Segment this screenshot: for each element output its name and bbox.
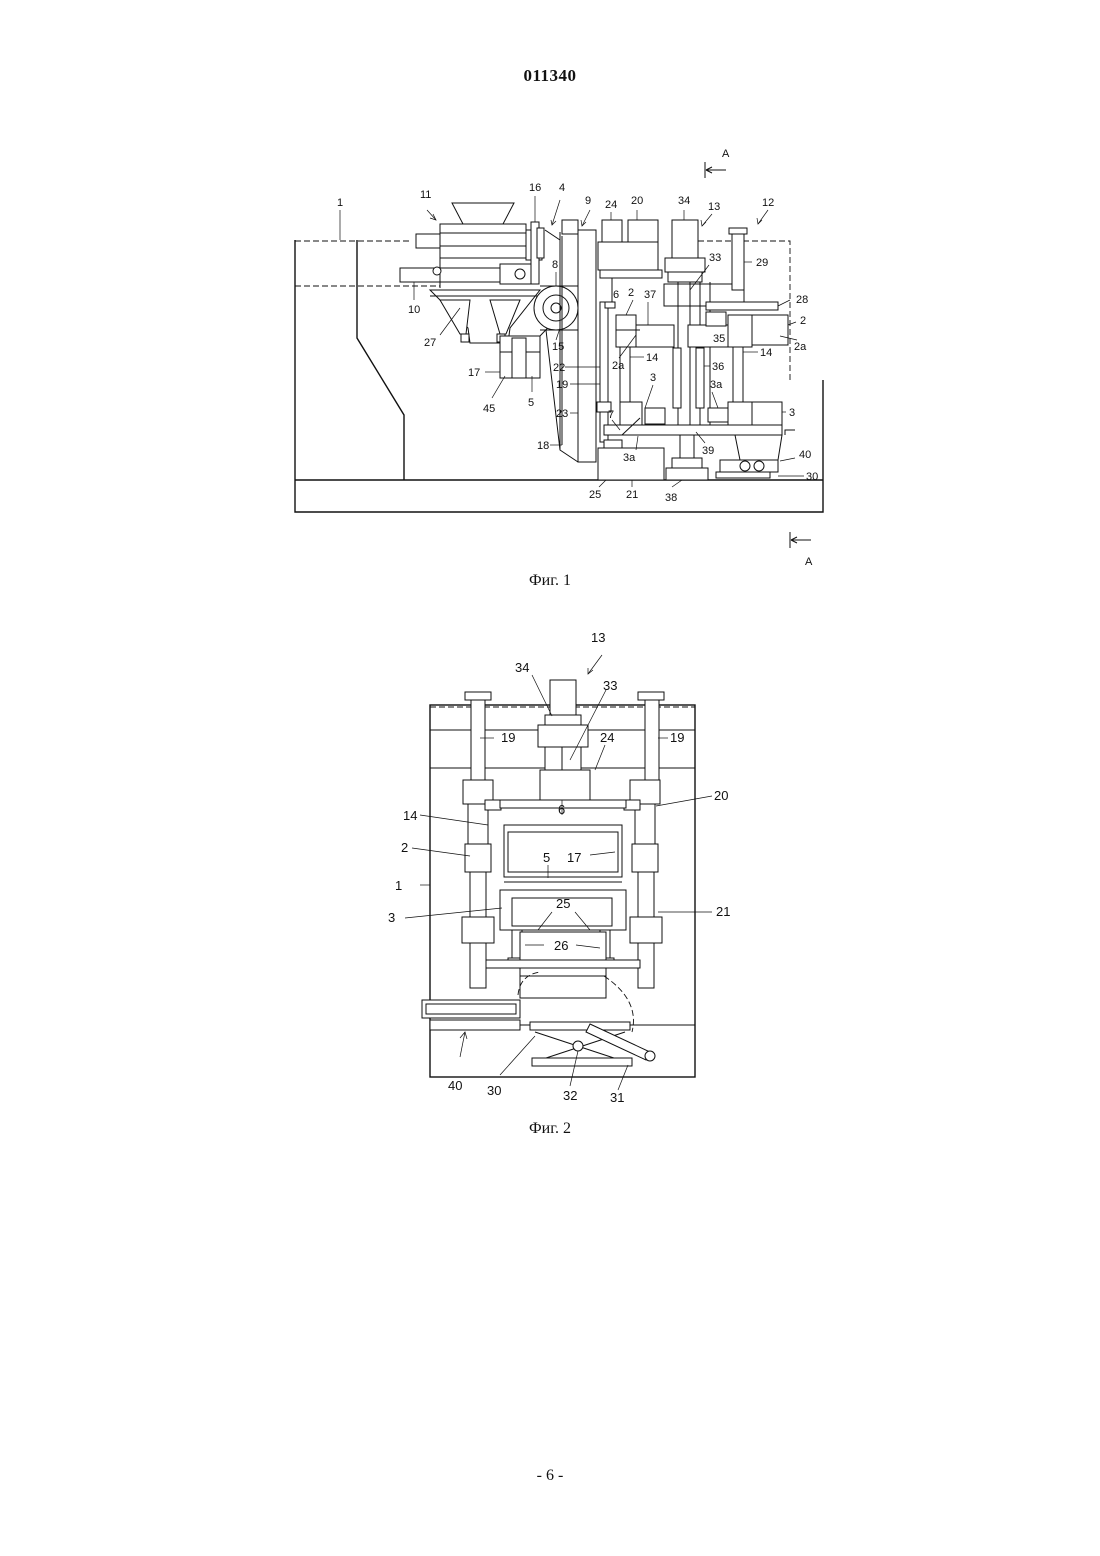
label: 19: [556, 379, 568, 391]
label: 45: [483, 403, 495, 415]
stepped-frame: [357, 240, 404, 480]
label: 1: [395, 878, 402, 893]
label: 19: [670, 730, 684, 745]
label: 20: [714, 788, 728, 803]
label: 37: [644, 289, 656, 301]
label: 2a: [794, 341, 807, 353]
label: 12: [762, 197, 774, 209]
document-number: 011340: [0, 66, 1100, 86]
label: 25: [556, 896, 570, 911]
label: 2: [628, 287, 634, 299]
label: 23: [556, 408, 568, 420]
label: 21: [716, 904, 730, 919]
label: 14: [646, 352, 658, 364]
label: 11: [420, 189, 431, 201]
label: 31: [610, 1090, 624, 1105]
label: 24: [605, 199, 617, 211]
label: 19: [501, 730, 515, 745]
label: 22: [553, 362, 565, 374]
section-mark-label: A: [722, 148, 730, 160]
label: 3a: [623, 452, 636, 464]
label: 35: [713, 333, 725, 345]
label: 13: [708, 201, 720, 213]
label: 15: [552, 341, 564, 353]
figure-2-caption: Фиг. 2: [0, 1120, 1100, 1138]
label: 34: [515, 660, 529, 675]
label: 4: [559, 182, 565, 194]
label: 21: [626, 489, 638, 501]
label: 38: [665, 492, 677, 504]
label: 3: [789, 407, 795, 419]
label: 36: [712, 361, 724, 373]
label: 18: [537, 440, 549, 452]
label: 32: [563, 1088, 577, 1103]
label: 40: [799, 449, 811, 461]
label: 9: [585, 195, 591, 207]
label: 17: [468, 367, 480, 379]
label: 26: [554, 938, 568, 953]
label: 5: [543, 850, 550, 865]
label: 6: [613, 289, 619, 301]
label: 17: [567, 850, 581, 865]
label: 5: [528, 397, 534, 409]
label: 7: [608, 409, 614, 421]
label: 3a: [710, 379, 723, 391]
label: 14: [403, 808, 417, 823]
label: 2: [800, 315, 806, 327]
figure-2-drawing: 13 34 33 19 24 19 20 14 6 2 5 17 1 21 3 …: [0, 620, 1100, 1100]
label: 2: [401, 840, 408, 855]
label: 20: [631, 195, 643, 207]
label: 8: [552, 259, 558, 271]
page-number: - 6 -: [0, 1467, 1100, 1485]
figure-1-caption: Фиг. 1: [0, 572, 1100, 590]
label: 34: [678, 195, 690, 207]
label: 2a: [612, 360, 625, 372]
figure-1-drawing: 1 11 16 4 9 24 20 34 13 12 8 6 29 33 28 …: [0, 140, 1100, 580]
label: 16: [529, 182, 541, 194]
label: 3: [388, 910, 395, 925]
label: 33: [603, 678, 617, 693]
label: 25: [589, 489, 601, 501]
label: 24: [600, 730, 614, 745]
label: 10: [408, 304, 420, 316]
label: 1: [337, 197, 343, 209]
label: 33: [709, 252, 721, 264]
label: 14: [760, 347, 772, 359]
label: 29: [756, 257, 768, 269]
label: 13: [591, 630, 605, 645]
label: 40: [448, 1078, 462, 1093]
label: 30: [487, 1083, 501, 1098]
label: 27: [424, 337, 436, 349]
label: 28: [796, 294, 808, 306]
label: 6: [558, 802, 565, 817]
section-mark-label: A: [805, 556, 813, 568]
label: 39: [702, 445, 714, 457]
label: 3: [650, 372, 656, 384]
label: 30: [806, 471, 818, 483]
